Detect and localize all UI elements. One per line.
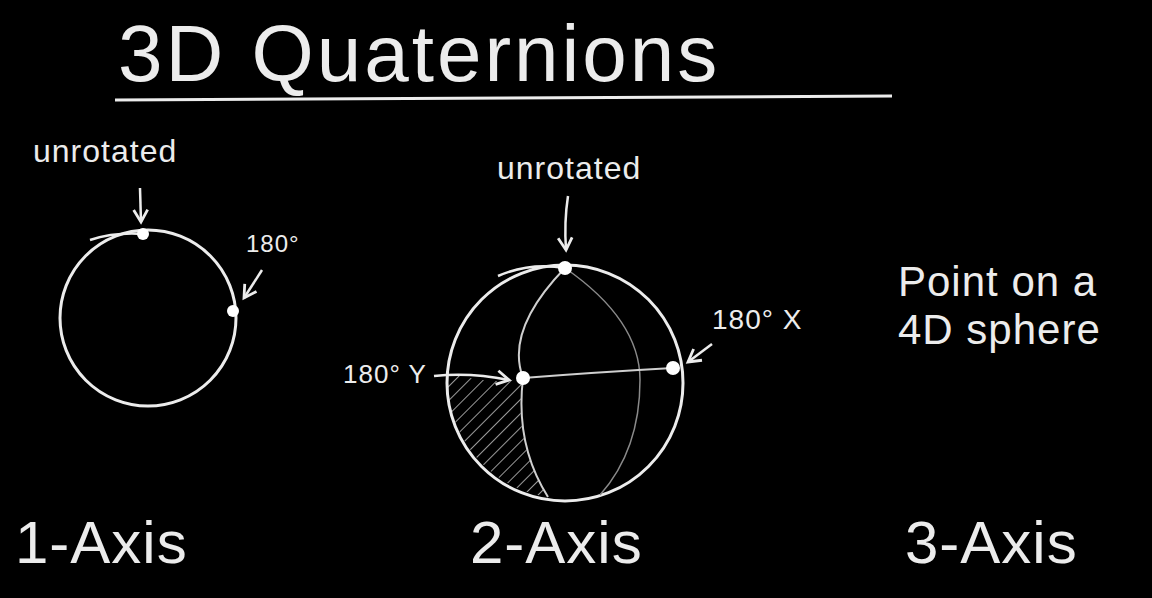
rotated-dot <box>227 305 239 317</box>
title: 3D Quaternions <box>118 8 720 100</box>
leader-arrow <box>140 188 141 222</box>
axis-caption: 2-Axis <box>470 508 643 577</box>
angle-label: 180° X <box>712 304 802 336</box>
callout-label: unrotated <box>497 150 641 187</box>
rotated-y-dot <box>516 371 530 385</box>
leader-arrow <box>434 375 509 380</box>
sphere-2-axis <box>447 265 683 501</box>
angle-label: 180° <box>246 230 300 258</box>
callout-label: unrotated <box>33 133 177 170</box>
axis-caption: 1-Axis <box>15 508 188 577</box>
chalk-stroke <box>90 234 143 240</box>
leader-arrow <box>244 270 262 298</box>
axis-caption: 3-Axis <box>905 508 1078 577</box>
unrotated-dot <box>137 228 149 240</box>
chalk-stroke <box>498 266 565 276</box>
meridian-back <box>565 268 640 495</box>
circle-1-axis <box>60 230 236 406</box>
note-text: Point on a 4D sphere <box>898 258 1143 355</box>
rotated-x-dot <box>666 361 680 375</box>
equator <box>523 368 673 378</box>
leader-arrow <box>565 196 568 250</box>
leader-arrow <box>688 344 712 362</box>
unrotated-dot <box>558 261 572 275</box>
angle-label: 180° Y <box>343 360 427 390</box>
